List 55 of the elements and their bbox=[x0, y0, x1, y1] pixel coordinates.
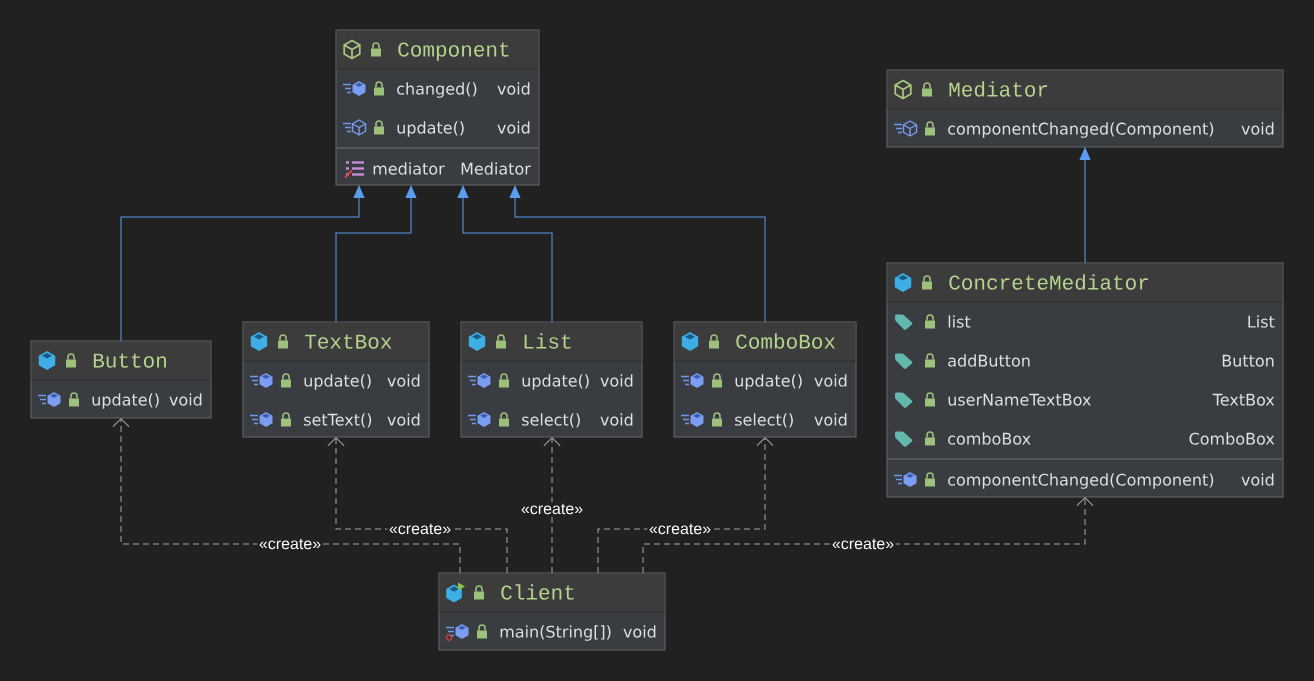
class-name: Mediator bbox=[949, 81, 1048, 97]
arrow bbox=[457, 185, 553, 323]
arrow bbox=[335, 185, 417, 323]
method-name: update() bbox=[735, 374, 802, 390]
return-type: void bbox=[497, 82, 530, 95]
class-name: ConcreteMediator bbox=[949, 274, 1148, 290]
return-type: void bbox=[814, 413, 847, 426]
dashed-arrow bbox=[543, 437, 561, 574]
field-name: userNameTextBox bbox=[948, 393, 1091, 406]
field-type: List bbox=[1248, 315, 1275, 328]
return-type: void bbox=[600, 374, 633, 387]
method-name: update() bbox=[522, 374, 589, 390]
class-name: TextBox bbox=[305, 334, 392, 349]
field-type: Mediator bbox=[461, 162, 531, 175]
class-name: Component bbox=[398, 42, 509, 61]
method-name: update() bbox=[397, 121, 464, 137]
method-name: main(String[]) bbox=[500, 625, 611, 641]
return-type: void bbox=[387, 374, 420, 387]
field-name: addButton bbox=[948, 354, 1030, 367]
field-type: TextBox bbox=[1212, 393, 1275, 406]
method-name: select() bbox=[522, 413, 580, 428]
edge-label: «create» bbox=[257, 537, 323, 551]
field-name: mediator bbox=[373, 162, 445, 175]
field-name: comboBox bbox=[948, 432, 1031, 445]
edge-label: «create» bbox=[387, 522, 453, 536]
method-name: setText() bbox=[304, 413, 372, 428]
field-type: ComboBox bbox=[1189, 432, 1275, 445]
edge-label: «create» bbox=[830, 537, 896, 551]
arrow bbox=[120, 185, 365, 342]
return-type: void bbox=[1241, 473, 1274, 486]
arrow bbox=[509, 185, 766, 323]
dashed-arrow bbox=[642, 497, 1094, 574]
method-name: componentChanged(Component) bbox=[948, 122, 1214, 138]
edge-label: «create» bbox=[647, 522, 713, 536]
field-name: list bbox=[948, 315, 971, 328]
field-type: Button bbox=[1222, 354, 1274, 367]
dashed-arrow bbox=[112, 418, 461, 574]
return-type: void bbox=[1241, 122, 1274, 135]
method-name: select() bbox=[735, 413, 793, 428]
return-type: void bbox=[623, 625, 656, 638]
return-type: void bbox=[600, 413, 633, 426]
return-type: void bbox=[814, 374, 847, 387]
return-type: void bbox=[387, 413, 420, 426]
method-name: update() bbox=[92, 393, 159, 409]
return-type: void bbox=[497, 121, 530, 134]
class-name: Button bbox=[93, 353, 166, 368]
arrow bbox=[1079, 147, 1091, 264]
class-name: List bbox=[524, 333, 571, 349]
method-name: componentChanged(Component) bbox=[948, 473, 1214, 489]
class-name: ComboBox bbox=[736, 333, 836, 349]
class-name: Client bbox=[501, 584, 574, 600]
method-name: changed() bbox=[397, 82, 477, 98]
return-type: void bbox=[169, 393, 202, 406]
method-name: update() bbox=[304, 374, 371, 390]
edge-label: «create» bbox=[519, 502, 585, 516]
